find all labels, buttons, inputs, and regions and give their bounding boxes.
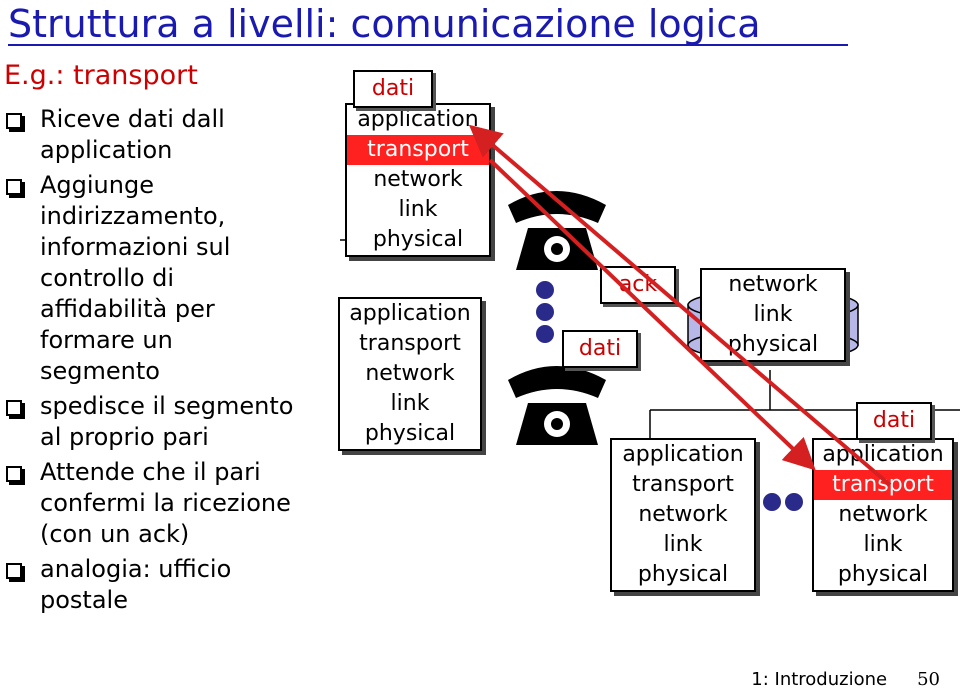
layer-physical: physical — [637, 562, 729, 587]
telephone-icon — [508, 191, 606, 270]
bullet-item: Attende che il pari confermi la ricezion… — [4, 457, 294, 550]
bullet-box-icon — [6, 400, 22, 416]
bullet-box-icon — [6, 113, 22, 129]
bullet-text: spedisce il segmento al proprio pari — [40, 392, 294, 451]
layer-transport: transport — [347, 135, 489, 165]
telephone-icon — [508, 366, 606, 445]
ack-label: ack — [600, 266, 676, 304]
footer-label: 1: Introduzione — [751, 669, 888, 690]
bullet-box-icon — [6, 466, 22, 482]
layer-application: application — [822, 442, 944, 467]
router-stack: network link physical — [700, 268, 846, 362]
layer-network: network — [638, 502, 728, 527]
footer: 1: Introduzione 50 — [751, 669, 940, 690]
layer-application: application — [349, 301, 471, 326]
layer-physical: physical — [364, 421, 456, 446]
dati-label-middle: dati — [562, 330, 638, 368]
bullet-text: analogia: ufficio postale — [40, 555, 232, 614]
layer-network: network — [373, 167, 463, 192]
host-stack-middle: application transport network link physi… — [338, 297, 482, 451]
layer-transport: transport — [632, 472, 734, 497]
layer-physical: physical — [837, 562, 929, 587]
bullet-item: analogia: ufficio postale — [4, 554, 294, 616]
layer-link: link — [390, 391, 430, 416]
host-stack-bottom-middle: application transport network link physi… — [610, 438, 756, 592]
layer-application: application — [357, 107, 479, 132]
dati-label-top: dati — [353, 70, 433, 108]
layer-network: network — [838, 502, 928, 527]
title-underline — [8, 44, 848, 46]
dati-label-right: dati — [856, 402, 932, 440]
layer-application: application — [622, 442, 744, 467]
layer-link: link — [663, 532, 703, 557]
bullet-box-icon — [6, 179, 22, 195]
page-title: Struttura a livelli: comunicazione logic… — [8, 2, 761, 46]
layer-transport: transport — [359, 331, 461, 356]
bullet-item: Aggiunge indirizzamento, informazioni su… — [4, 170, 294, 387]
host-stack-top: application transport network link physi… — [345, 103, 491, 257]
bullet-box-icon — [6, 563, 22, 579]
bullet-text: Aggiunge indirizzamento, informazioni su… — [40, 171, 231, 385]
bullet-item: spedisce il segmento al proprio pari — [4, 391, 294, 453]
host-stack-right: application transport network link physi… — [812, 438, 954, 592]
layer-link: link — [753, 302, 793, 327]
layer-transport: transport — [814, 470, 952, 500]
layer-link: link — [863, 532, 903, 557]
layer-network: network — [365, 361, 455, 386]
example-heading: E.g.: transport — [4, 60, 198, 91]
layer-physical: physical — [372, 227, 464, 252]
bullet-text: Attende che il pari confermi la ricezion… — [40, 458, 291, 548]
layer-physical: physical — [727, 332, 819, 357]
layer-network: network — [728, 272, 818, 297]
layer-link: link — [398, 197, 438, 222]
bullet-text: Riceve dati dall application — [40, 105, 225, 164]
bullet-list: Riceve dati dall application Aggiunge in… — [4, 104, 294, 620]
page-number: 50 — [917, 669, 940, 690]
bullet-item: Riceve dati dall application — [4, 104, 294, 166]
